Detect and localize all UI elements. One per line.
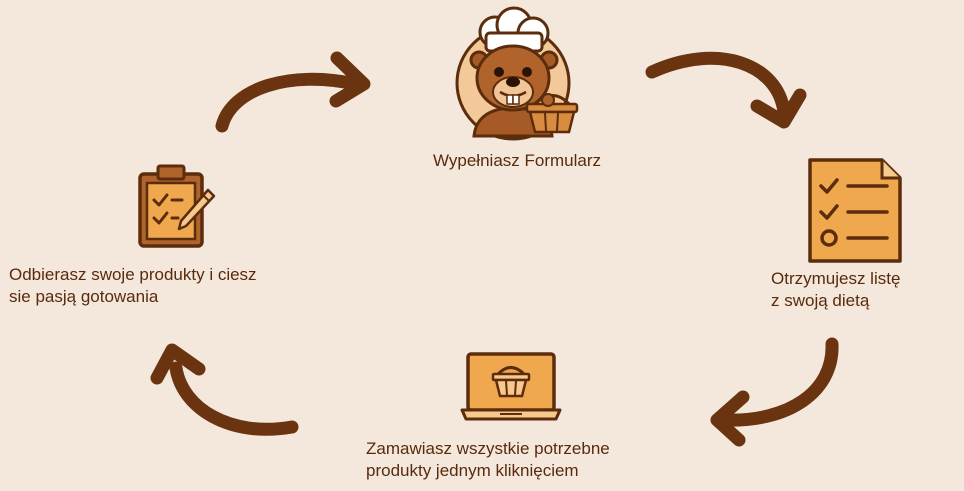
laptop-basket-icon [460,352,562,421]
clipboard-pencil-icon [138,164,216,248]
cycle-arrows [150,51,839,447]
arrow-top-right [645,51,807,129]
step-label-order-products: Zamawiasz wszystkie potrzebne produkty j… [366,439,610,480]
arrow-bottom-right [710,337,839,447]
pencil-icon [177,188,216,231]
step-label-receive-list: Otrzymujesz listę z swoją dietą [771,269,901,310]
arrow-top-left [215,51,371,133]
step-label-collect-products: Odbierasz swoje produkty i ciesz sie pas… [9,265,257,306]
document-checklist-icon [808,158,902,263]
arrow-bottom-left [150,343,299,436]
beaver-chef-icon [455,6,579,141]
step-label-fill-form: Wypełniasz Formularz [433,151,601,170]
